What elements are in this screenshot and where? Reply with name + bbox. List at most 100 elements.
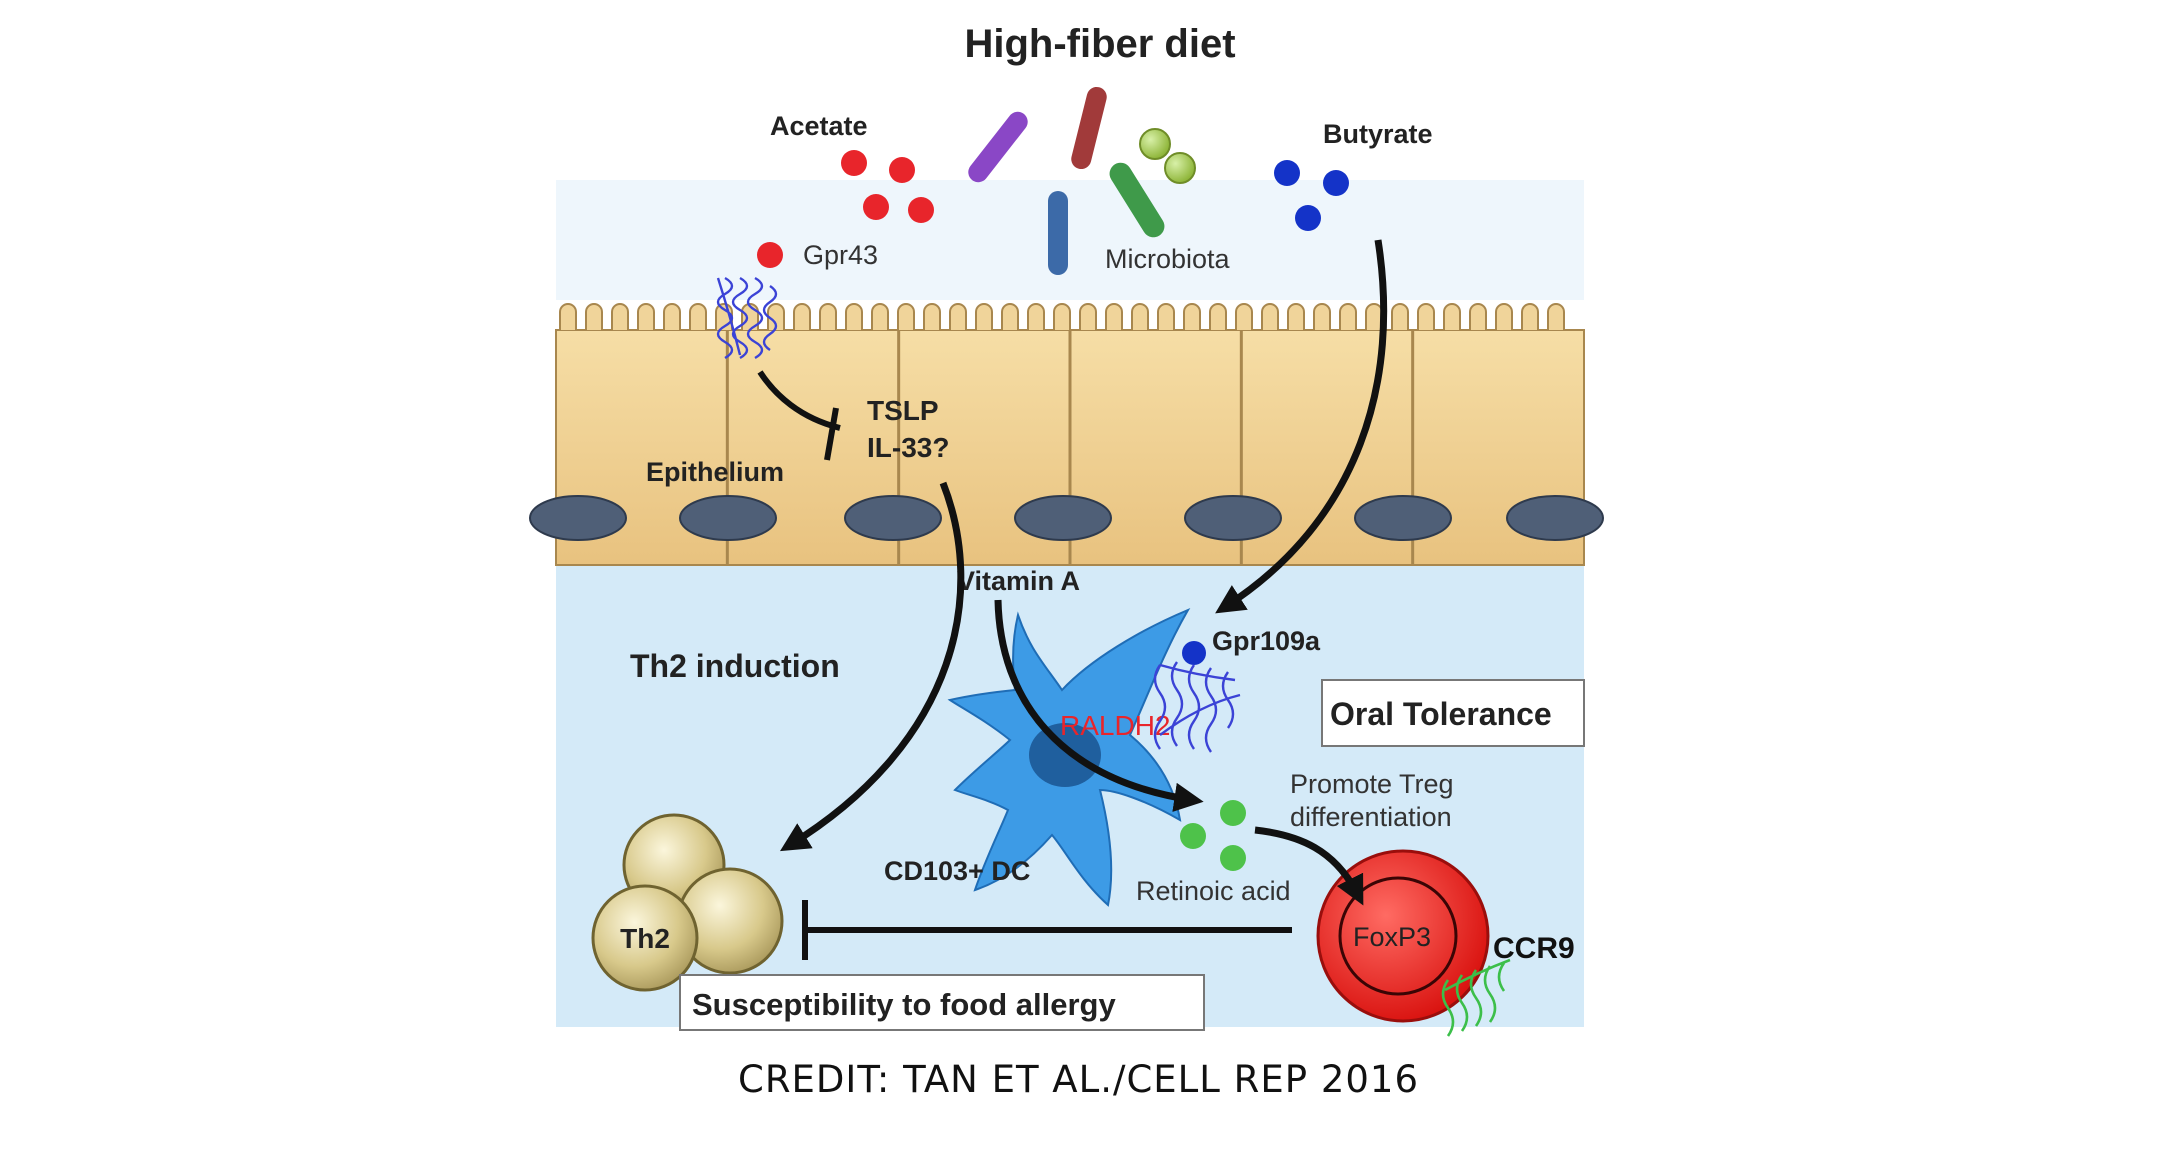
microvillus bbox=[1391, 303, 1409, 330]
microvillus bbox=[1521, 303, 1539, 330]
foxp3-label: FoxP3 bbox=[1353, 922, 1431, 952]
microvillus bbox=[585, 303, 603, 330]
oral-tolerance-label: Oral Tolerance bbox=[1330, 696, 1552, 732]
tslp-to-th2-arrow bbox=[779, 481, 965, 852]
gpr43-label: Gpr43 bbox=[803, 240, 878, 270]
tslp-label: TSLP bbox=[867, 395, 939, 426]
microvillus bbox=[1053, 303, 1071, 330]
ccr9-label: CCR9 bbox=[1493, 932, 1575, 965]
cd103-dc-label: CD103+ DC bbox=[884, 856, 1030, 886]
microvillus bbox=[1235, 303, 1253, 330]
gpr43-inhibition-path bbox=[757, 370, 841, 431]
epithelial-nucleus bbox=[679, 495, 777, 541]
retinoic-acid-dots bbox=[1180, 800, 1246, 871]
acetate-dots bbox=[841, 150, 934, 223]
cocci-bacterium bbox=[1139, 128, 1171, 160]
cocci-bacterium bbox=[1164, 152, 1196, 184]
epithelial-nucleus bbox=[1014, 495, 1112, 541]
microvillus bbox=[949, 303, 967, 330]
acetate-dot bbox=[889, 157, 915, 183]
th2-cell bbox=[591, 884, 699, 992]
butyrate-dot bbox=[1295, 205, 1321, 231]
microvillus bbox=[923, 303, 941, 330]
lumen-shading bbox=[556, 180, 1584, 300]
microvillus bbox=[1027, 303, 1045, 330]
microvillus bbox=[1079, 303, 1097, 330]
microvillus bbox=[871, 303, 889, 330]
retinoic-acid-label: Retinoic acid bbox=[1136, 876, 1291, 906]
microvillus bbox=[1105, 303, 1123, 330]
gpr43-ligand-dot bbox=[757, 242, 783, 268]
microvillus bbox=[559, 303, 577, 330]
susceptibility-label: Susceptibility to food allergy bbox=[692, 987, 1116, 1022]
acetate-dot bbox=[908, 197, 934, 223]
microvillus bbox=[1365, 303, 1383, 330]
microvilli bbox=[559, 303, 1565, 330]
bacterium-maroon bbox=[1071, 86, 1107, 170]
retinoic-acid-dot bbox=[1180, 823, 1206, 849]
vitamin-a-label: Vitamin A bbox=[957, 566, 1080, 596]
butyrate-dot bbox=[1323, 170, 1349, 196]
vitamin-a-to-retinoic-arrow bbox=[994, 599, 1204, 812]
butyrate-dots bbox=[1274, 160, 1349, 231]
retinoic-acid-dot bbox=[1220, 845, 1246, 871]
gpr109a-label: Gpr109a bbox=[1212, 626, 1321, 656]
microvillus bbox=[819, 303, 837, 330]
th2-induction-label: Th2 induction bbox=[630, 648, 840, 684]
microvillus bbox=[1547, 303, 1565, 330]
il33-label: IL-33? bbox=[867, 432, 949, 463]
microvillus bbox=[767, 303, 785, 330]
butyrate-to-gpr109a-arrow bbox=[1215, 239, 1388, 614]
oral-tolerance-box bbox=[1321, 679, 1585, 747]
microvillus bbox=[975, 303, 993, 330]
promote-treg-label-line1: Promote Treg bbox=[1290, 769, 1454, 799]
microvillus bbox=[689, 303, 707, 330]
microvillus bbox=[1001, 303, 1019, 330]
epithelium-label: Epithelium bbox=[646, 457, 784, 487]
dendritic-cell-nucleus bbox=[1029, 723, 1101, 787]
th2-cell-cluster: Th2 bbox=[591, 813, 784, 992]
diagram-title: High-fiber diet bbox=[964, 22, 1235, 66]
gpr109a-receptor-coil bbox=[1153, 661, 1241, 753]
susceptibility-box bbox=[679, 974, 1205, 1031]
image-credit: CREDIT: TAN ET AL./CELL REP 2016 bbox=[738, 1058, 1419, 1101]
epithelial-nucleus bbox=[529, 495, 627, 541]
microbiota-group bbox=[968, 86, 1196, 275]
acetate-dot bbox=[863, 194, 889, 220]
microvillus bbox=[1495, 303, 1513, 330]
gpr109a-ligand-dot bbox=[1182, 641, 1206, 665]
retinoic-acid-dot bbox=[1220, 800, 1246, 826]
epithelium-layer bbox=[529, 303, 1604, 566]
gpr43-receptor-coil bbox=[716, 276, 778, 360]
acetate-dot bbox=[841, 150, 867, 176]
epithelial-nucleus bbox=[844, 495, 942, 541]
bacterium-purple bbox=[968, 111, 1028, 183]
acetate-label: Acetate bbox=[770, 111, 868, 141]
microvillus bbox=[793, 303, 811, 330]
promote-treg-label-line2: differentiation bbox=[1290, 802, 1452, 832]
microvillus bbox=[1131, 303, 1149, 330]
microvillus bbox=[1339, 303, 1357, 330]
gpr43-inhibition-bar bbox=[824, 407, 839, 461]
treg-nucleus bbox=[1338, 876, 1458, 996]
microvillus bbox=[1313, 303, 1331, 330]
microvillus bbox=[845, 303, 863, 330]
microbiota-label: Microbiota bbox=[1105, 244, 1231, 274]
microvillus bbox=[1417, 303, 1435, 330]
butyrate-label: Butyrate bbox=[1323, 119, 1433, 149]
epithelial-nucleus bbox=[1506, 495, 1604, 541]
microvillus bbox=[1469, 303, 1487, 330]
cell-nuclei bbox=[529, 495, 1604, 541]
microvillus bbox=[1261, 303, 1279, 330]
microvillus bbox=[1183, 303, 1201, 330]
bacterium-blue bbox=[1048, 191, 1068, 275]
th2-label: Th2 bbox=[620, 923, 670, 954]
microvillus bbox=[1157, 303, 1175, 330]
microvillus bbox=[637, 303, 655, 330]
microvillus bbox=[611, 303, 629, 330]
bacterium-green bbox=[1109, 162, 1165, 238]
microvillus bbox=[897, 303, 915, 330]
epithelial-nucleus bbox=[1184, 495, 1282, 541]
